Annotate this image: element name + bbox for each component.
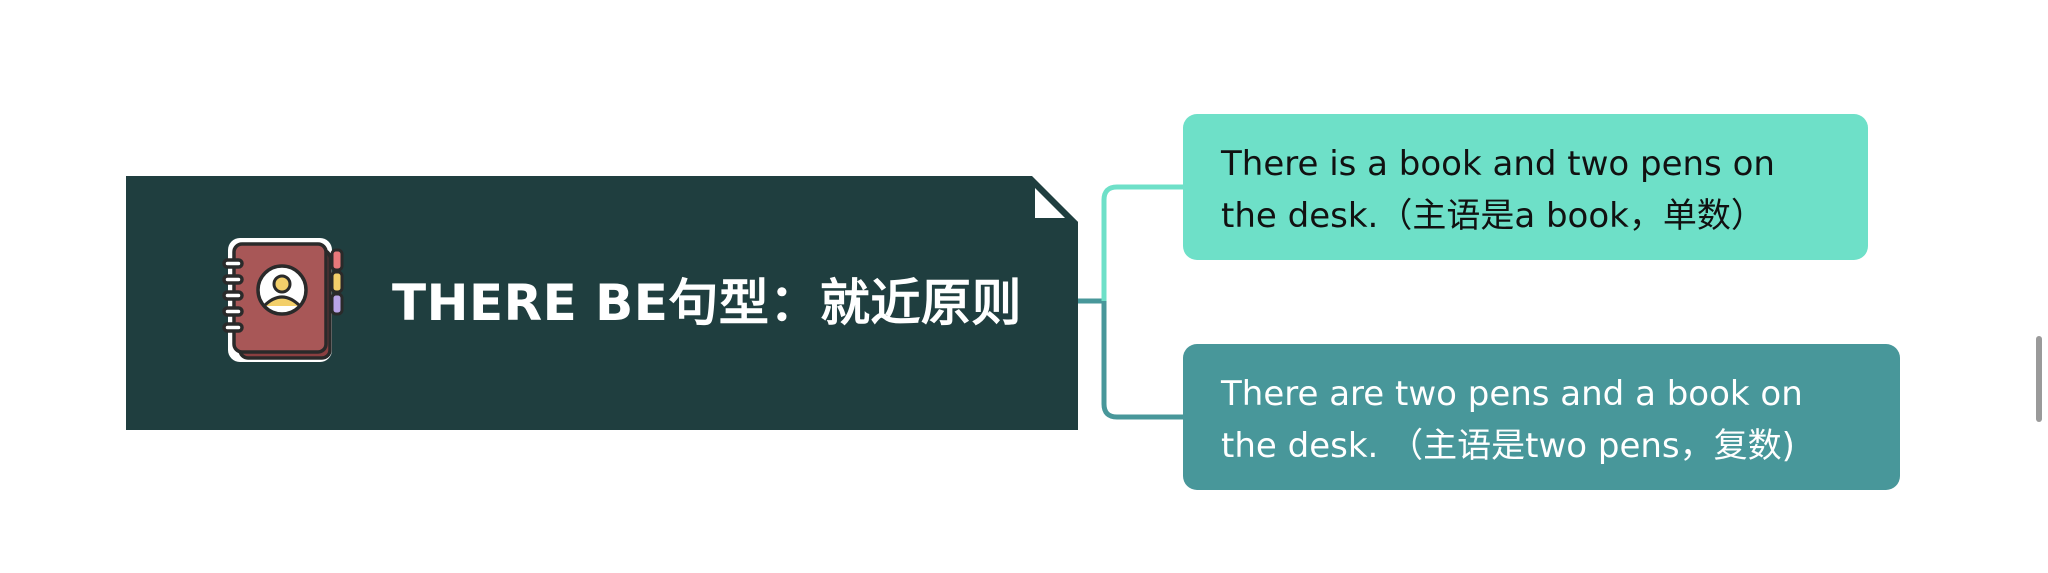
address-book-icon — [222, 238, 344, 362]
child-topic-2[interactable]: There are two pens and a book on the des… — [1183, 344, 1900, 490]
connector-branch-1 — [1101, 184, 1183, 301]
connector-branch-2 — [1101, 301, 1183, 420]
child-topic-1[interactable]: There is a book and two pens on the desk… — [1183, 114, 1868, 260]
root-topic-title: THERE BE句型：就近原则 — [392, 274, 1022, 332]
child-topic-2-line-2: the desk. （主语是two pens，复数) — [1221, 426, 1795, 466]
child-topic-2-line-1: There are two pens and a book on — [1221, 374, 1803, 414]
vertical-scrollbar[interactable] — [2036, 336, 2042, 422]
child-topic-1-line-2: the desk.（主语是a book，单数） — [1221, 196, 1765, 236]
page-fold-corner — [1031, 176, 1078, 222]
child-topic-1-line-1: There is a book and two pens on — [1221, 144, 1775, 184]
